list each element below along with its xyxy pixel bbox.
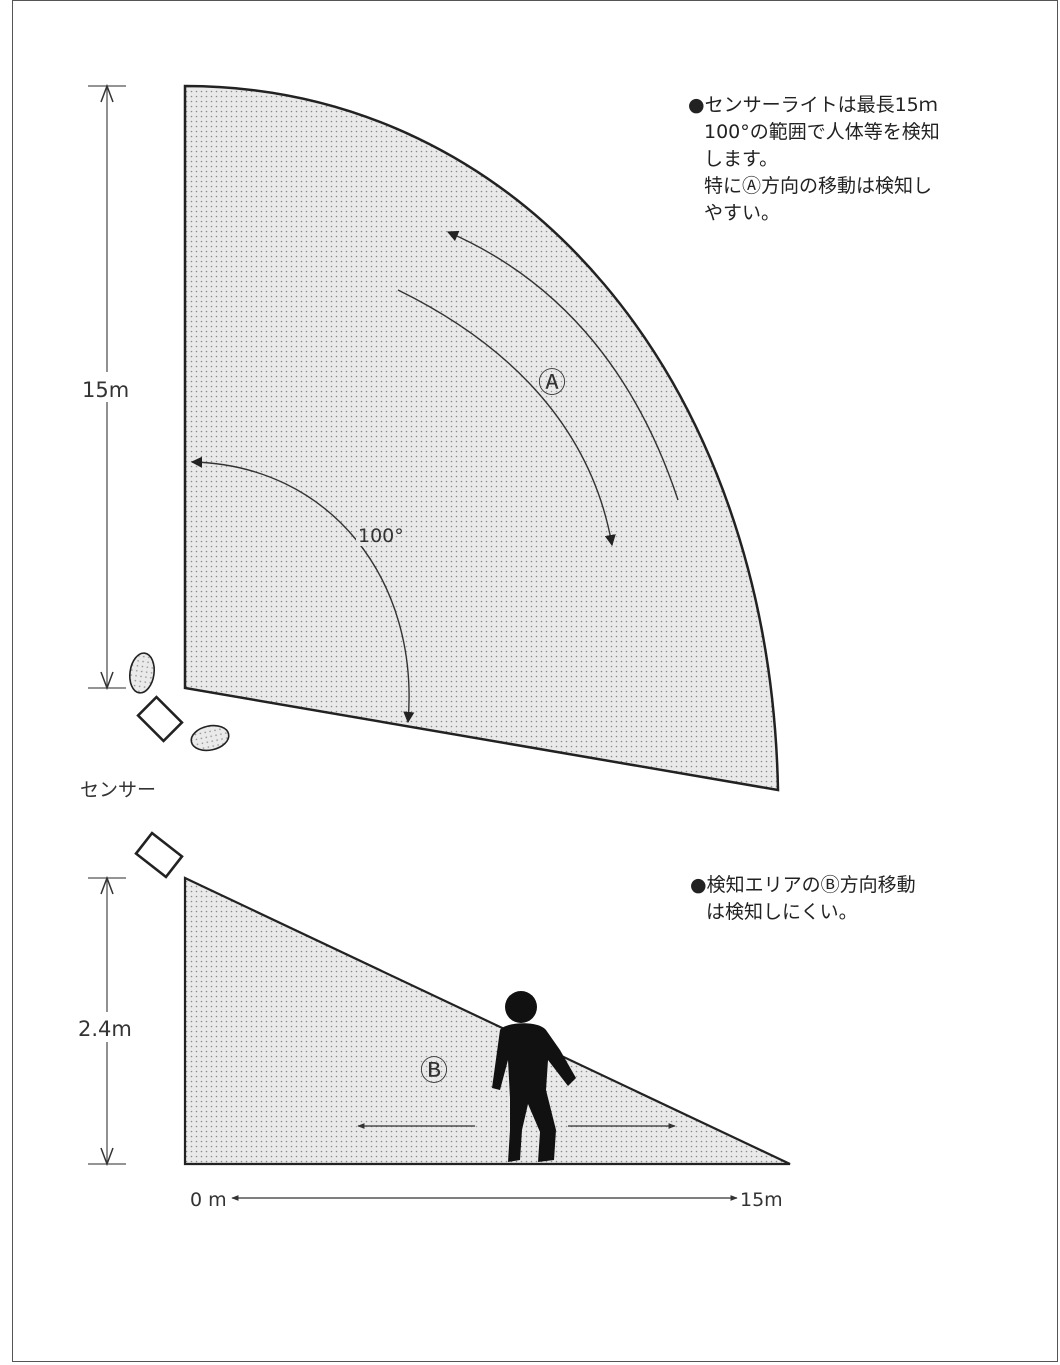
direction-b-label: Ⓑ	[420, 1054, 448, 1087]
note-line: は検知しにくい。	[706, 901, 858, 923]
sensor-top-view	[128, 652, 230, 752]
sensor-label: センサー	[80, 779, 156, 801]
note-direction-b: ●検知エリアのⒷ方向移動 は検知しにくい。	[690, 872, 1020, 926]
height-dimension: 2.4m	[76, 875, 142, 1167]
angle-label: 100°	[358, 525, 404, 547]
note-direction-a: ●センサーライトは最長15ｍ 100°の範囲で人体等を検知 します。 特にⒶ方向…	[688, 92, 1018, 227]
figure-frame	[12, 0, 1058, 1362]
bullet: ●	[688, 94, 705, 116]
note-line: センサーライトは最長15ｍ	[704, 94, 938, 116]
angle-indicator: 100°	[190, 456, 415, 724]
distance-axis: 0 m 15m	[190, 1189, 783, 1211]
axis-end-label: 15m	[740, 1189, 783, 1211]
detection-triangle	[183, 876, 791, 1166]
range-dimension: 15m	[80, 83, 136, 691]
range-label: 15m	[82, 378, 129, 402]
bullet: ●	[690, 874, 707, 896]
axis-start-label: 0 m	[190, 1189, 227, 1211]
note-line: やすい。	[704, 202, 781, 224]
direction-a-arrows: Ⓐ	[397, 230, 679, 547]
note-line: 100°の範囲で人体等を検知	[704, 121, 940, 143]
sensor-side-view	[134, 831, 184, 879]
note-line: 検知エリアのⒷ方向移動	[706, 874, 916, 896]
direction-a-label: Ⓐ	[538, 366, 566, 399]
note-line: します。	[704, 148, 779, 170]
direction-b-arrows: Ⓑ	[357, 1054, 676, 1129]
person-silhouette	[492, 991, 576, 1162]
height-label: 2.4m	[78, 1017, 132, 1041]
note-line: 特にⒶ方向の移動は検知し	[704, 175, 933, 197]
